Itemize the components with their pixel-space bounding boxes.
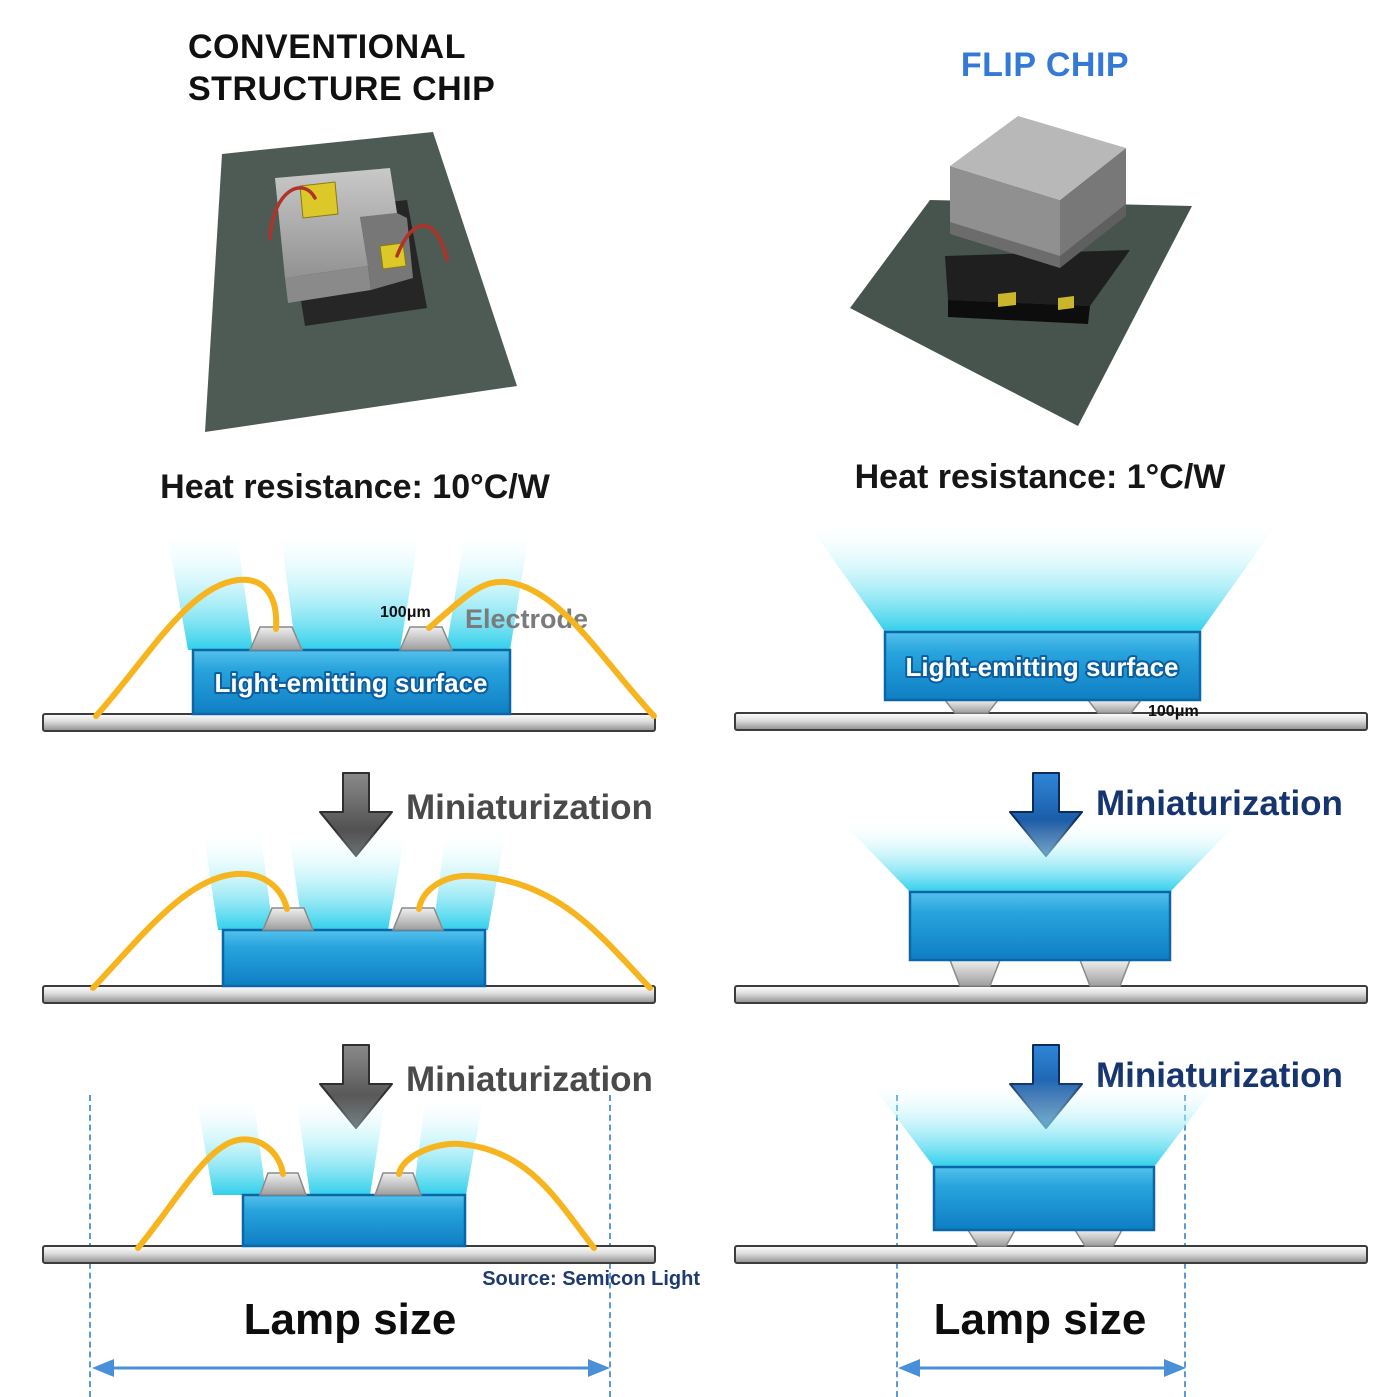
- solder-bump-left: [943, 699, 1000, 714]
- gold-bond-wire-right: [426, 578, 657, 719]
- light-beam: [296, 1095, 386, 1195]
- light-beam: [203, 830, 273, 930]
- substrate-bar: [734, 985, 1368, 1004]
- electrode-right: [391, 907, 445, 931]
- lamp-size-label-conventional: Lamp size: [243, 1295, 457, 1344]
- conventional-chip-title: CONVENTIONAL STRUCTURE CHIP: [188, 26, 495, 110]
- light-emitting-surface-label: Light-emitting surface: [214, 668, 487, 698]
- led-chip-body: [908, 890, 1172, 962]
- light-emitting-surface-label: Light-emitting surface: [905, 652, 1178, 682]
- cube-side-face: [1060, 148, 1126, 256]
- light-beam: [280, 528, 420, 650]
- electrode-left: [261, 907, 315, 931]
- lamp-size-label-flip: Lamp size: [933, 1295, 1147, 1344]
- solder-bump-left: [998, 292, 1016, 307]
- heat-resistance-conventional: Heat resistance: 10°C/W: [160, 468, 550, 506]
- light-beam: [288, 830, 406, 930]
- gold-bond-wire-right: [396, 1140, 597, 1251]
- cube-front-face: [950, 166, 1060, 256]
- conventional-cross-section-3: [42, 1095, 656, 1264]
- gold-bond-wire-left: [90, 870, 290, 991]
- bond-wire-red-right: [395, 224, 449, 262]
- solder-bump-right: [1073, 1229, 1124, 1247]
- solder-bump-right: [1086, 699, 1143, 714]
- arrowhead-left: [92, 1359, 114, 1377]
- chip-front-face: [285, 266, 371, 303]
- conventional-chip-3d-render: [205, 132, 517, 432]
- heat-resistance-flip: Heat resistance: 1°C/W: [854, 458, 1226, 496]
- miniaturization-label-conventional-2: Miniaturization: [406, 1060, 653, 1099]
- gold-bond-wire-left: [135, 1136, 286, 1251]
- lamp-size-arrow: [898, 1359, 1186, 1377]
- substrate-bar: [42, 713, 656, 732]
- chip-base-top: [945, 250, 1130, 306]
- flip-cross-section-3: [734, 1080, 1368, 1264]
- electrode-right: [398, 626, 454, 651]
- light-beam-cone: [840, 820, 1240, 892]
- gold-bond-wire-right: [416, 872, 653, 991]
- electrode-left: [258, 1172, 308, 1196]
- source-note: Source: Semicon Light: [482, 1268, 700, 1290]
- flip-cross-section-1: Light-emitting surface 100μm: [734, 520, 1368, 731]
- electrode-right: [373, 1172, 423, 1196]
- led-chip-body: [932, 1165, 1156, 1232]
- miniaturization-label-conventional-1: Miniaturization: [406, 788, 653, 827]
- cube-band-side: [1060, 202, 1126, 268]
- gold-bond-wire-left: [93, 576, 280, 719]
- light-beam: [433, 830, 506, 930]
- light-beam: [446, 528, 530, 650]
- light-beam-cone: [805, 520, 1280, 632]
- led-chip-body: [241, 1193, 467, 1248]
- flip-cross-section-2: [734, 820, 1368, 1004]
- conventional-cross-section-1: 100μm Electrode Light-emitting surface: [42, 528, 657, 732]
- arrowhead-left: [898, 1359, 920, 1377]
- arrowhead-right: [1164, 1359, 1186, 1377]
- solder-bump-right: [1058, 296, 1074, 310]
- cube-band-front: [950, 220, 1060, 268]
- title-line-1: CONVENTIONAL: [188, 28, 466, 66]
- flip-chip-title: FLIP CHIP: [960, 46, 1130, 84]
- title-line-2: STRUCTURE CHIP: [188, 70, 496, 108]
- solder-bump-left: [948, 959, 1002, 987]
- cube-top-face: [950, 116, 1126, 200]
- substrate-bar: [42, 985, 656, 1004]
- substrate-bar: [734, 1245, 1368, 1264]
- led-chip-body: [883, 630, 1202, 702]
- arrowhead-right: [588, 1359, 610, 1377]
- substrate-bar: [734, 712, 1368, 731]
- led-chip-body: [221, 928, 487, 988]
- electrode-left: [248, 626, 304, 651]
- substrate-bar: [42, 1245, 656, 1264]
- conventional-cross-section-2: [42, 830, 656, 1004]
- chip-base-side: [948, 300, 1090, 324]
- miniaturization-label-flip-1: Miniaturization: [1096, 784, 1343, 823]
- flip-chip-3d-render: [850, 116, 1192, 426]
- bump-size-label: 100μm: [1148, 703, 1199, 720]
- electrode-size-label: 100μm: [380, 604, 431, 621]
- led-chip-body: [191, 648, 512, 716]
- lamp-size-arrow: [92, 1359, 610, 1377]
- light-beam-cone: [868, 1080, 1220, 1167]
- solder-bump-right: [1078, 959, 1132, 987]
- bond-wire-red-left: [268, 186, 317, 240]
- solder-bump-left: [966, 1229, 1017, 1247]
